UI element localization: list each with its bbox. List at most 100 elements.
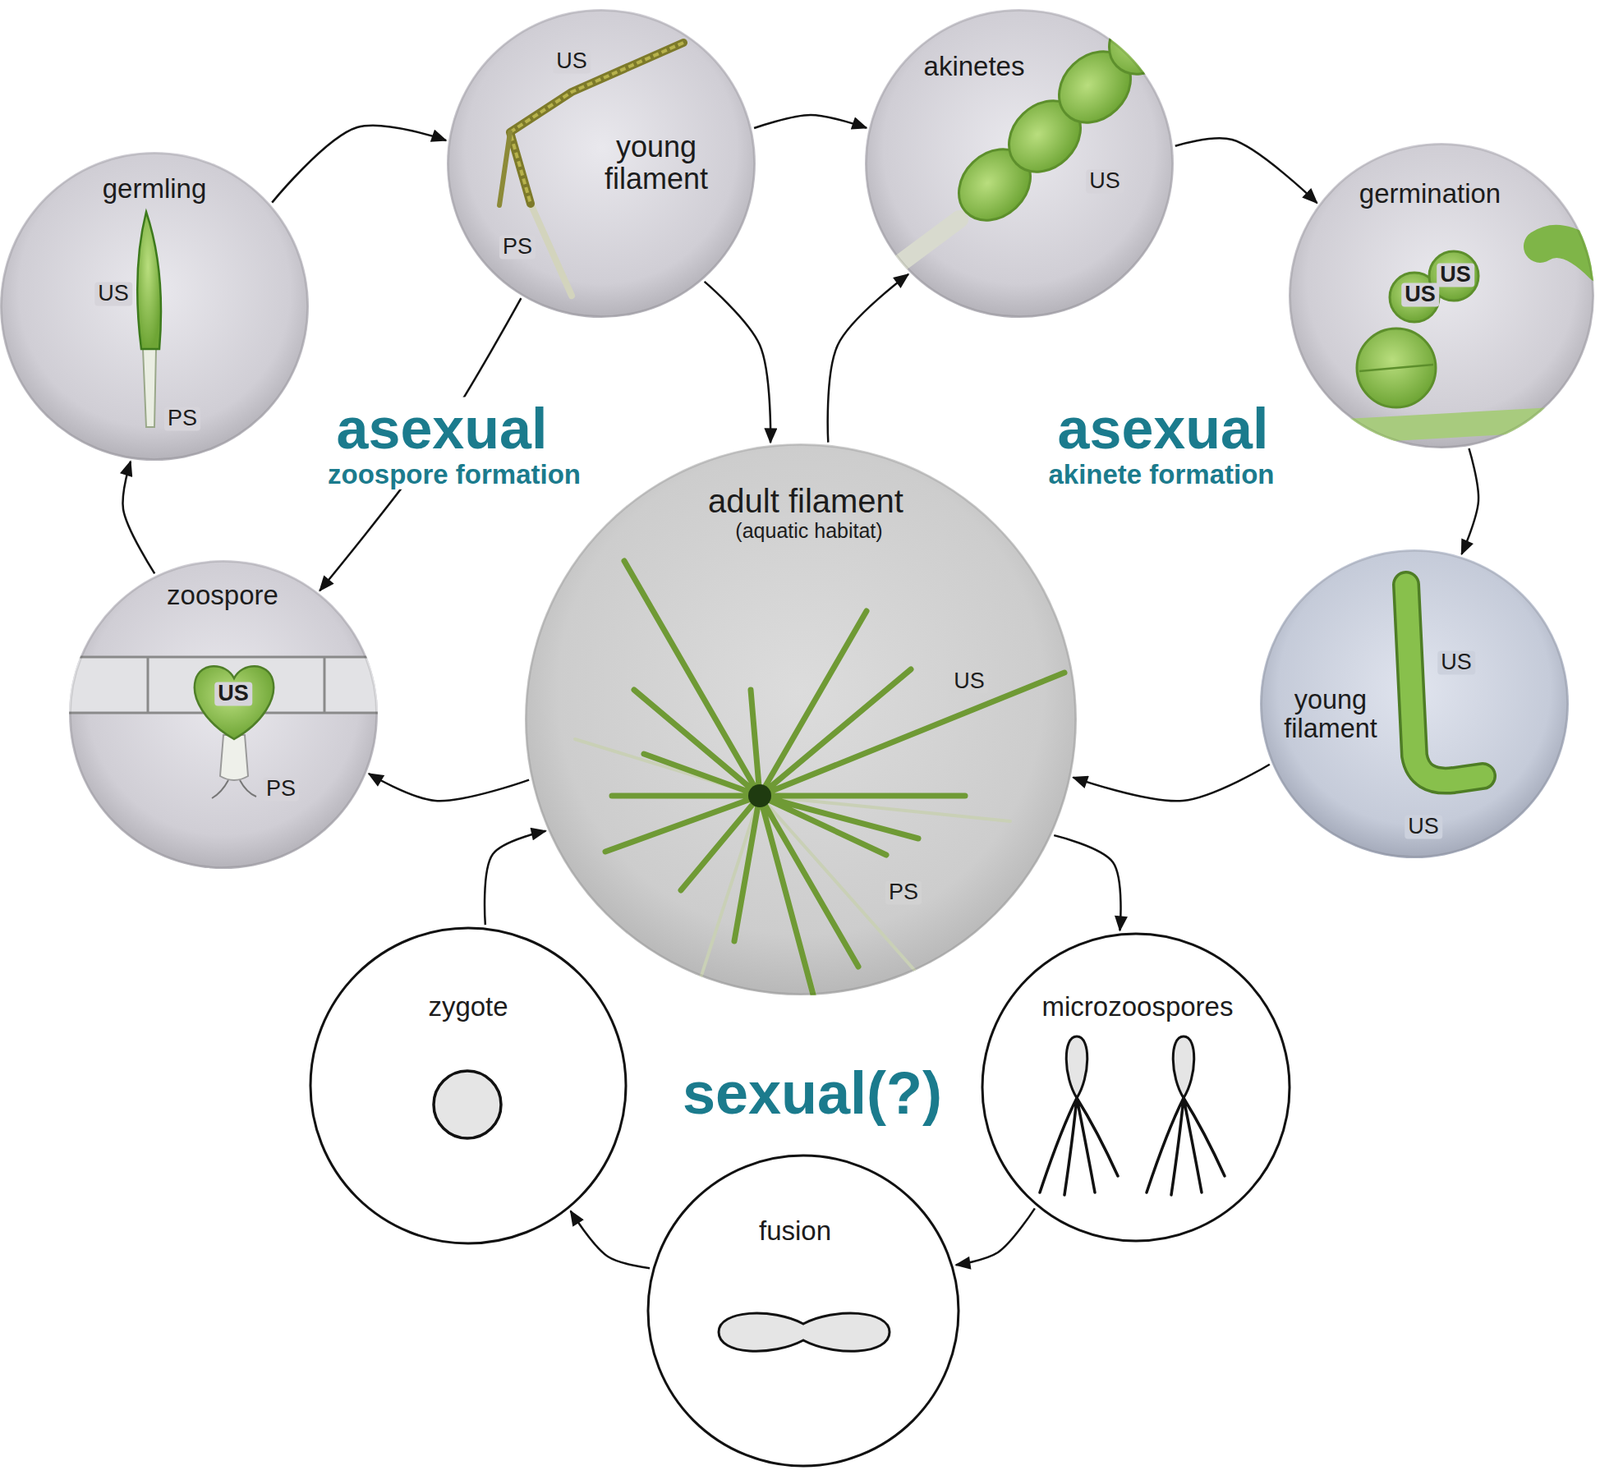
circle-border — [1, 153, 308, 460]
circle-border — [448, 10, 755, 317]
akinete-illustration — [895, 0, 1196, 267]
cycle-arrow — [956, 1208, 1035, 1265]
akinete-cell — [1044, 36, 1145, 137]
cell-label: PS — [885, 880, 922, 905]
flagella — [1039, 1098, 1118, 1196]
stage-name: young filament — [586, 131, 727, 196]
stage-name: young filament — [1268, 685, 1393, 744]
circle-outline — [980, 932, 1292, 1243]
green-zoospore — [194, 666, 274, 740]
green-filaments — [605, 560, 1065, 995]
cell-label: US — [214, 681, 253, 706]
pale-filament — [895, 219, 960, 267]
cell-label: US — [552, 49, 591, 74]
cell-label: US — [1437, 650, 1476, 675]
flagella — [211, 780, 257, 799]
cycle-arrow — [122, 461, 155, 575]
adult-filament-illustration — [574, 560, 1065, 1019]
pale-filament — [530, 203, 572, 296]
sketch-circle: fusion — [646, 1154, 961, 1468]
cycle-label: sexual(?) — [677, 1061, 948, 1127]
cycle-label: akinete formation — [1043, 459, 1279, 490]
micrograph-disk — [1288, 142, 1595, 449]
green-germling-cell — [137, 211, 161, 350]
pale-zoospore-part — [220, 735, 249, 781]
micrograph-disk — [524, 443, 1077, 996]
young-filament-illustration — [1406, 584, 1483, 782]
circle-border — [982, 933, 1290, 1242]
stage-name: adult filament — [708, 483, 904, 520]
circle-border — [866, 10, 1173, 317]
cell-label: US — [1085, 169, 1124, 194]
cell-label: US — [950, 669, 989, 694]
cycle-arrow — [704, 281, 771, 443]
stage-name: germling — [102, 174, 207, 204]
germination-illustration — [1347, 241, 1600, 432]
stage-name: akinetes — [924, 51, 1026, 82]
filament — [1540, 241, 1600, 267]
germinating-akinete — [1356, 328, 1436, 408]
cell-label: US — [1404, 814, 1443, 839]
cycle-arrow — [827, 274, 909, 443]
cycle-arrow — [271, 125, 446, 203]
stage-name: zygote — [427, 992, 508, 1022]
micrograph-disk — [864, 9, 1174, 318]
circle-outline — [308, 926, 628, 1246]
circle-border — [648, 1155, 959, 1467]
circle-outline — [446, 9, 756, 318]
circle-outline — [646, 1154, 961, 1468]
stage-name: microzoospores — [1042, 992, 1234, 1022]
cycle-arrow — [1175, 137, 1318, 203]
filament-outline — [1406, 584, 1483, 782]
micrograph-disk — [446, 9, 756, 318]
cycle-label: asexual — [331, 397, 553, 461]
micrograph-circle: adult filament(aquatic habitat) US PS — [524, 443, 1077, 996]
zoospore-illustration — [49, 657, 395, 799]
microzoospore-cell — [1066, 1036, 1088, 1099]
cell-label: US — [94, 281, 133, 306]
circle-border — [1290, 144, 1593, 447]
cycle-arrow — [484, 831, 546, 925]
akinete-cell — [1094, 0, 1196, 89]
cell-label: (aquatic habitat) — [735, 519, 883, 543]
micrograph-circle: zoosporeUS PS — [68, 560, 378, 869]
sketch-circle: microzoospores — [980, 932, 1292, 1243]
circle-border — [70, 561, 377, 868]
stage-name: germination — [1359, 179, 1501, 209]
filament — [1347, 417, 1598, 432]
flagella — [1146, 1098, 1225, 1196]
connector-group — [122, 114, 1479, 1269]
micrograph-disk — [0, 151, 309, 461]
germling-illustration — [137, 211, 161, 428]
sketch-circle: zygote — [308, 926, 628, 1246]
cycle-arrow — [570, 1211, 650, 1269]
cell-septum — [147, 657, 325, 713]
cycle-label: asexual — [1052, 397, 1274, 461]
micrograph-disk — [1259, 549, 1569, 859]
cell-label: PS — [499, 234, 536, 259]
pale-germling-part — [142, 349, 157, 428]
micrograph-circle: USyoung filamentUS — [1259, 549, 1569, 859]
zygote-cell — [433, 1071, 502, 1139]
microzoospore-cell — [1172, 1036, 1195, 1099]
micrograph-circle: akinetesUS — [864, 9, 1174, 318]
micrograph-circle: germinationUSUS — [1288, 142, 1595, 449]
micrograph-circle: US young filamentPS — [446, 9, 756, 318]
cell-label: US — [1436, 262, 1475, 287]
cycle-label: zoospore formation — [322, 459, 586, 490]
cell-wall-band — [49, 657, 395, 713]
circle-border — [526, 445, 1076, 994]
cycle-arrow — [368, 773, 529, 801]
micrograph-circle: germlingUSPS — [0, 151, 309, 461]
circle-border — [1261, 551, 1568, 857]
cell-label: US — [1401, 282, 1440, 307]
cell-label: PS — [262, 777, 299, 801]
micrograph-disk — [68, 560, 378, 869]
stage-name: fusion — [758, 1216, 832, 1246]
stage-name: zoospore — [166, 580, 279, 611]
cell-division-wall — [1359, 364, 1434, 372]
holdfast-center — [748, 784, 772, 808]
fusing-gametes — [718, 1313, 890, 1352]
cycle-arrow — [1073, 764, 1270, 802]
cycle-arrow — [1462, 448, 1480, 555]
